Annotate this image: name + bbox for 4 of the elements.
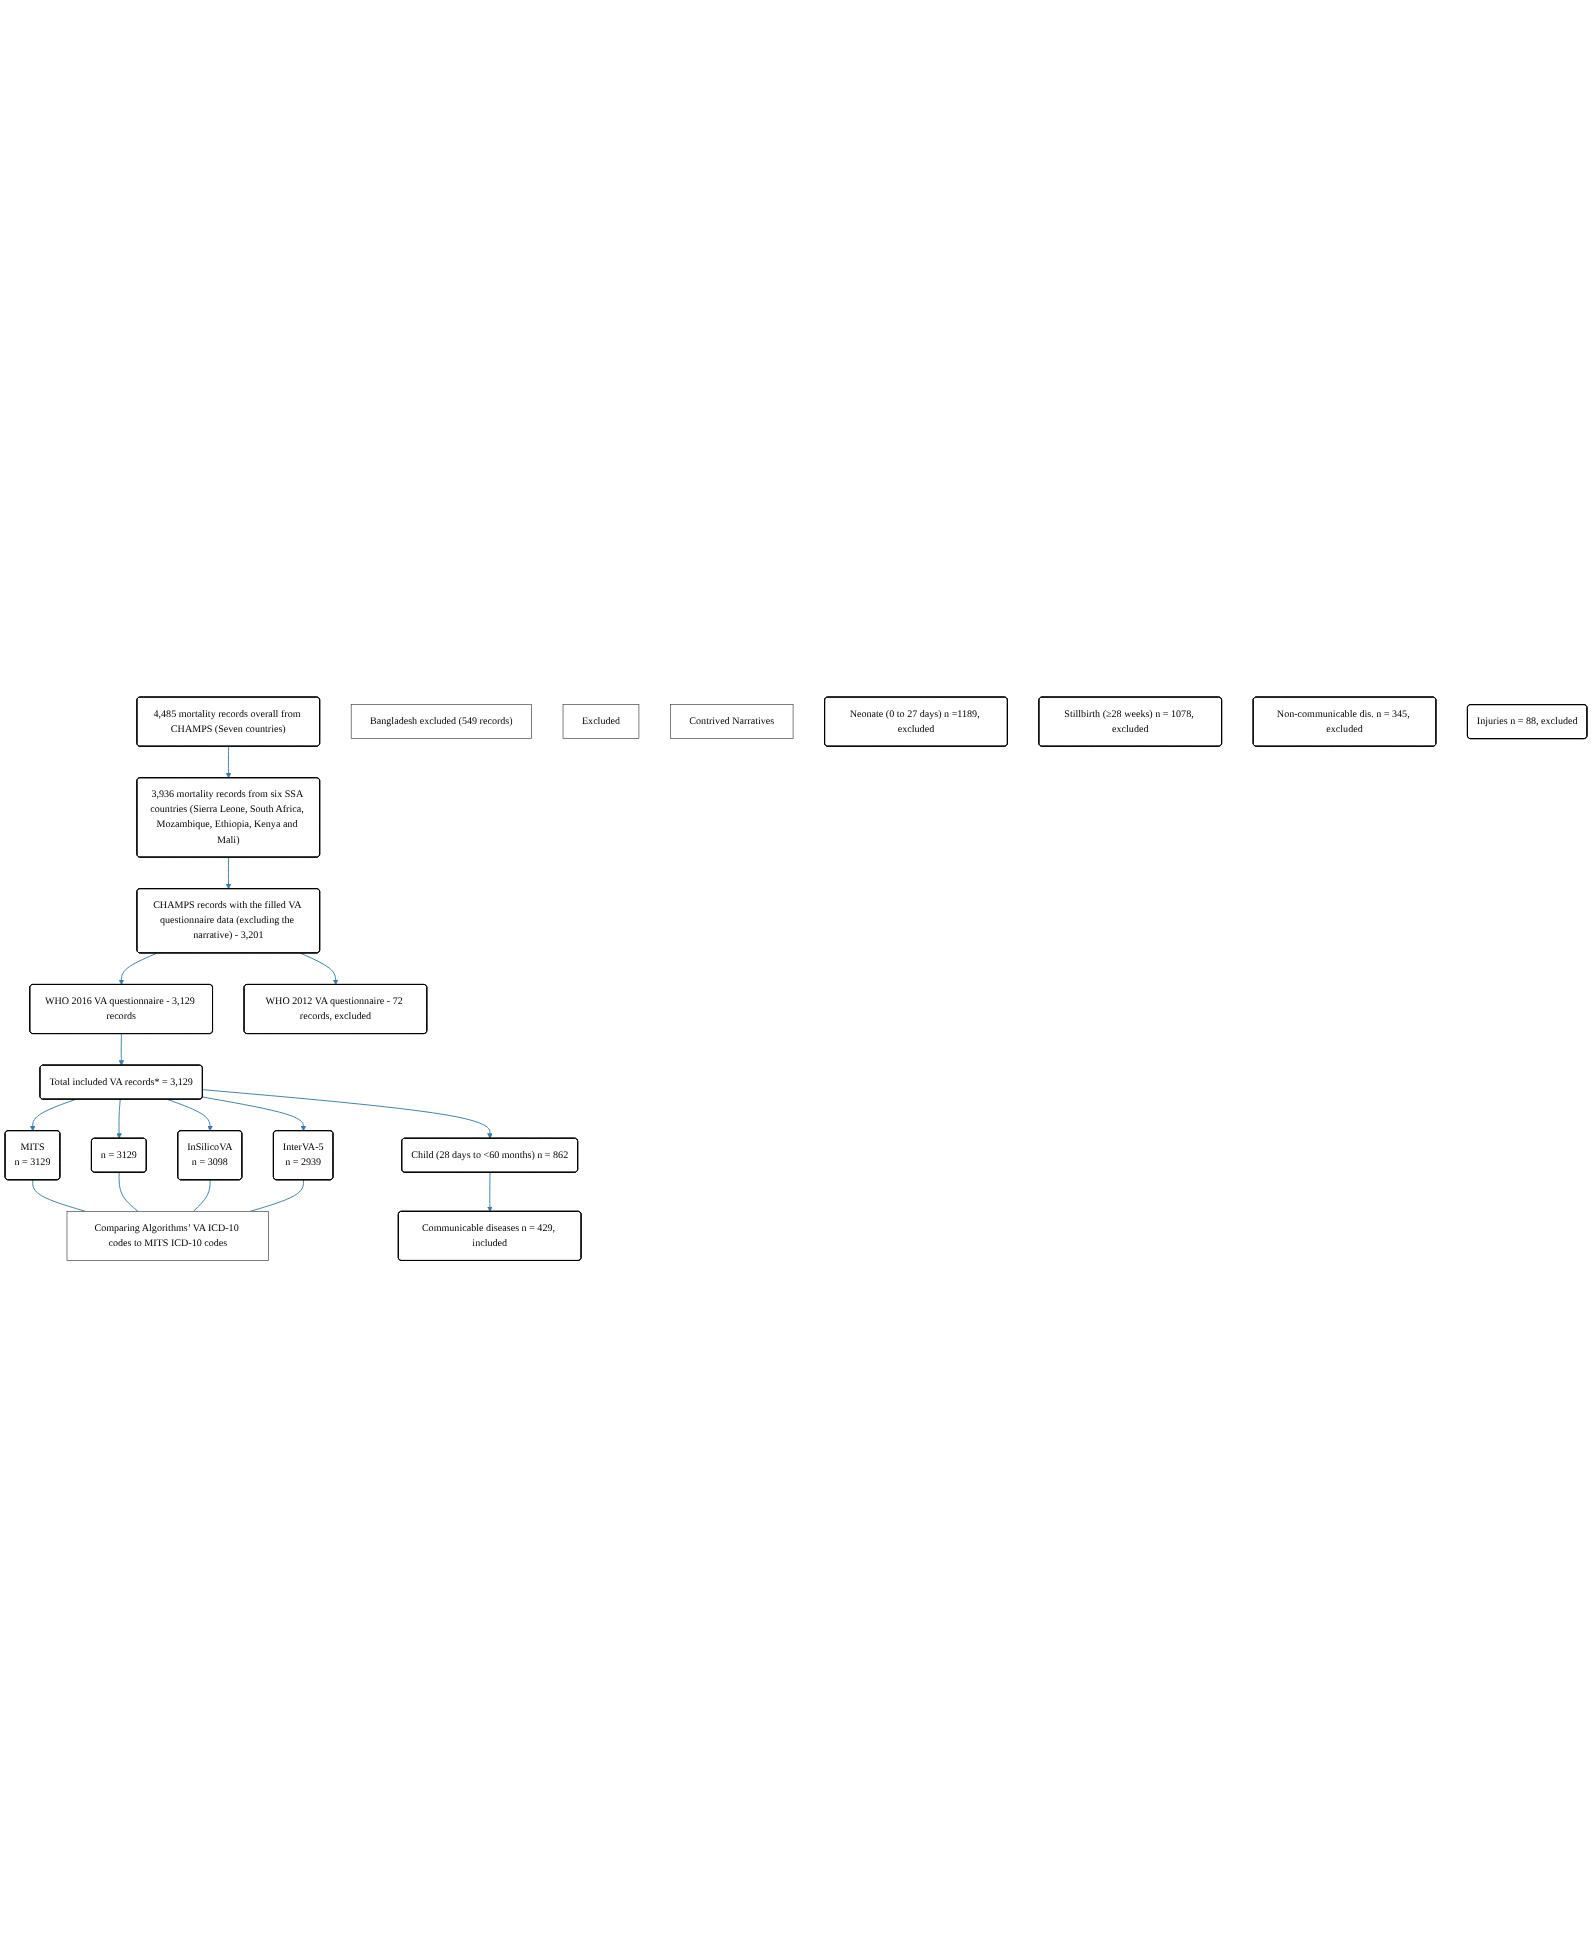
connector (192, 1179, 211, 1213)
connector (32, 1179, 86, 1213)
connector (249, 1179, 304, 1213)
connector (118, 1172, 139, 1213)
